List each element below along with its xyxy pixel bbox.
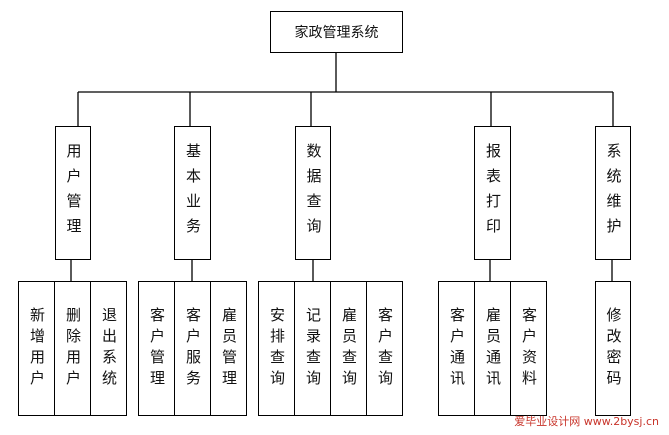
leaf-label: 客户查询 <box>376 306 394 391</box>
leaf-label: 记录查询 <box>304 306 322 391</box>
module-user-management: 用户管理 <box>55 126 91 260</box>
leaf-customer-profile: 客户资料 <box>510 281 547 416</box>
root-label: 家政管理系统 <box>294 25 379 41</box>
leaf-label: 雇员查询 <box>340 306 358 391</box>
leaf-customer-query: 客户查询 <box>366 281 403 416</box>
leaf-change-password: 修改密码 <box>595 281 631 416</box>
module-system-maintenance: 系统维护 <box>595 126 631 260</box>
root-node: 家政管理系统 <box>270 11 403 53</box>
leaf-label: 客户管理 <box>148 306 166 391</box>
leaf-exit-system: 退出系统 <box>90 281 127 416</box>
leaf-label: 修改密码 <box>604 306 623 391</box>
module-label: 报表打印 <box>484 143 502 243</box>
leaf-label: 客户通讯 <box>448 306 466 391</box>
leaf-label: 客户服务 <box>184 306 202 391</box>
module-report-print: 报表打印 <box>474 126 511 260</box>
leaf-employee-contacts: 雇员通讯 <box>474 281 511 416</box>
module-label: 用户管理 <box>64 143 83 243</box>
leaf-schedule-query: 安排查询 <box>258 281 295 416</box>
leaf-label: 安排查询 <box>268 306 286 391</box>
leaf-add-user: 新增用户 <box>18 281 55 416</box>
leaf-label: 雇员通讯 <box>484 306 502 391</box>
leaf-label: 客户资料 <box>520 306 538 391</box>
leaf-customer-contacts: 客户通讯 <box>438 281 475 416</box>
leaf-employee-management: 雇员管理 <box>210 281 247 416</box>
leaf-label: 删除用户 <box>64 306 82 391</box>
leaf-label: 雇员管理 <box>220 306 238 391</box>
module-label: 数据查询 <box>304 143 323 243</box>
module-label: 系统维护 <box>604 143 623 243</box>
module-data-query: 数据查询 <box>295 126 331 260</box>
module-label: 基本业务 <box>184 143 202 243</box>
leaf-customer-management: 客户管理 <box>138 281 175 416</box>
leaf-customer-service: 客户服务 <box>174 281 211 416</box>
leaf-label: 新增用户 <box>28 306 46 391</box>
leaf-delete-user: 删除用户 <box>54 281 91 416</box>
leaf-record-query: 记录查询 <box>294 281 331 416</box>
module-basic-business: 基本业务 <box>174 126 211 260</box>
leaf-label: 退出系统 <box>100 306 118 391</box>
watermark-text: 爱毕业设计网 www.2bysj.cn <box>514 415 659 428</box>
leaf-employee-query: 雇员查询 <box>330 281 367 416</box>
